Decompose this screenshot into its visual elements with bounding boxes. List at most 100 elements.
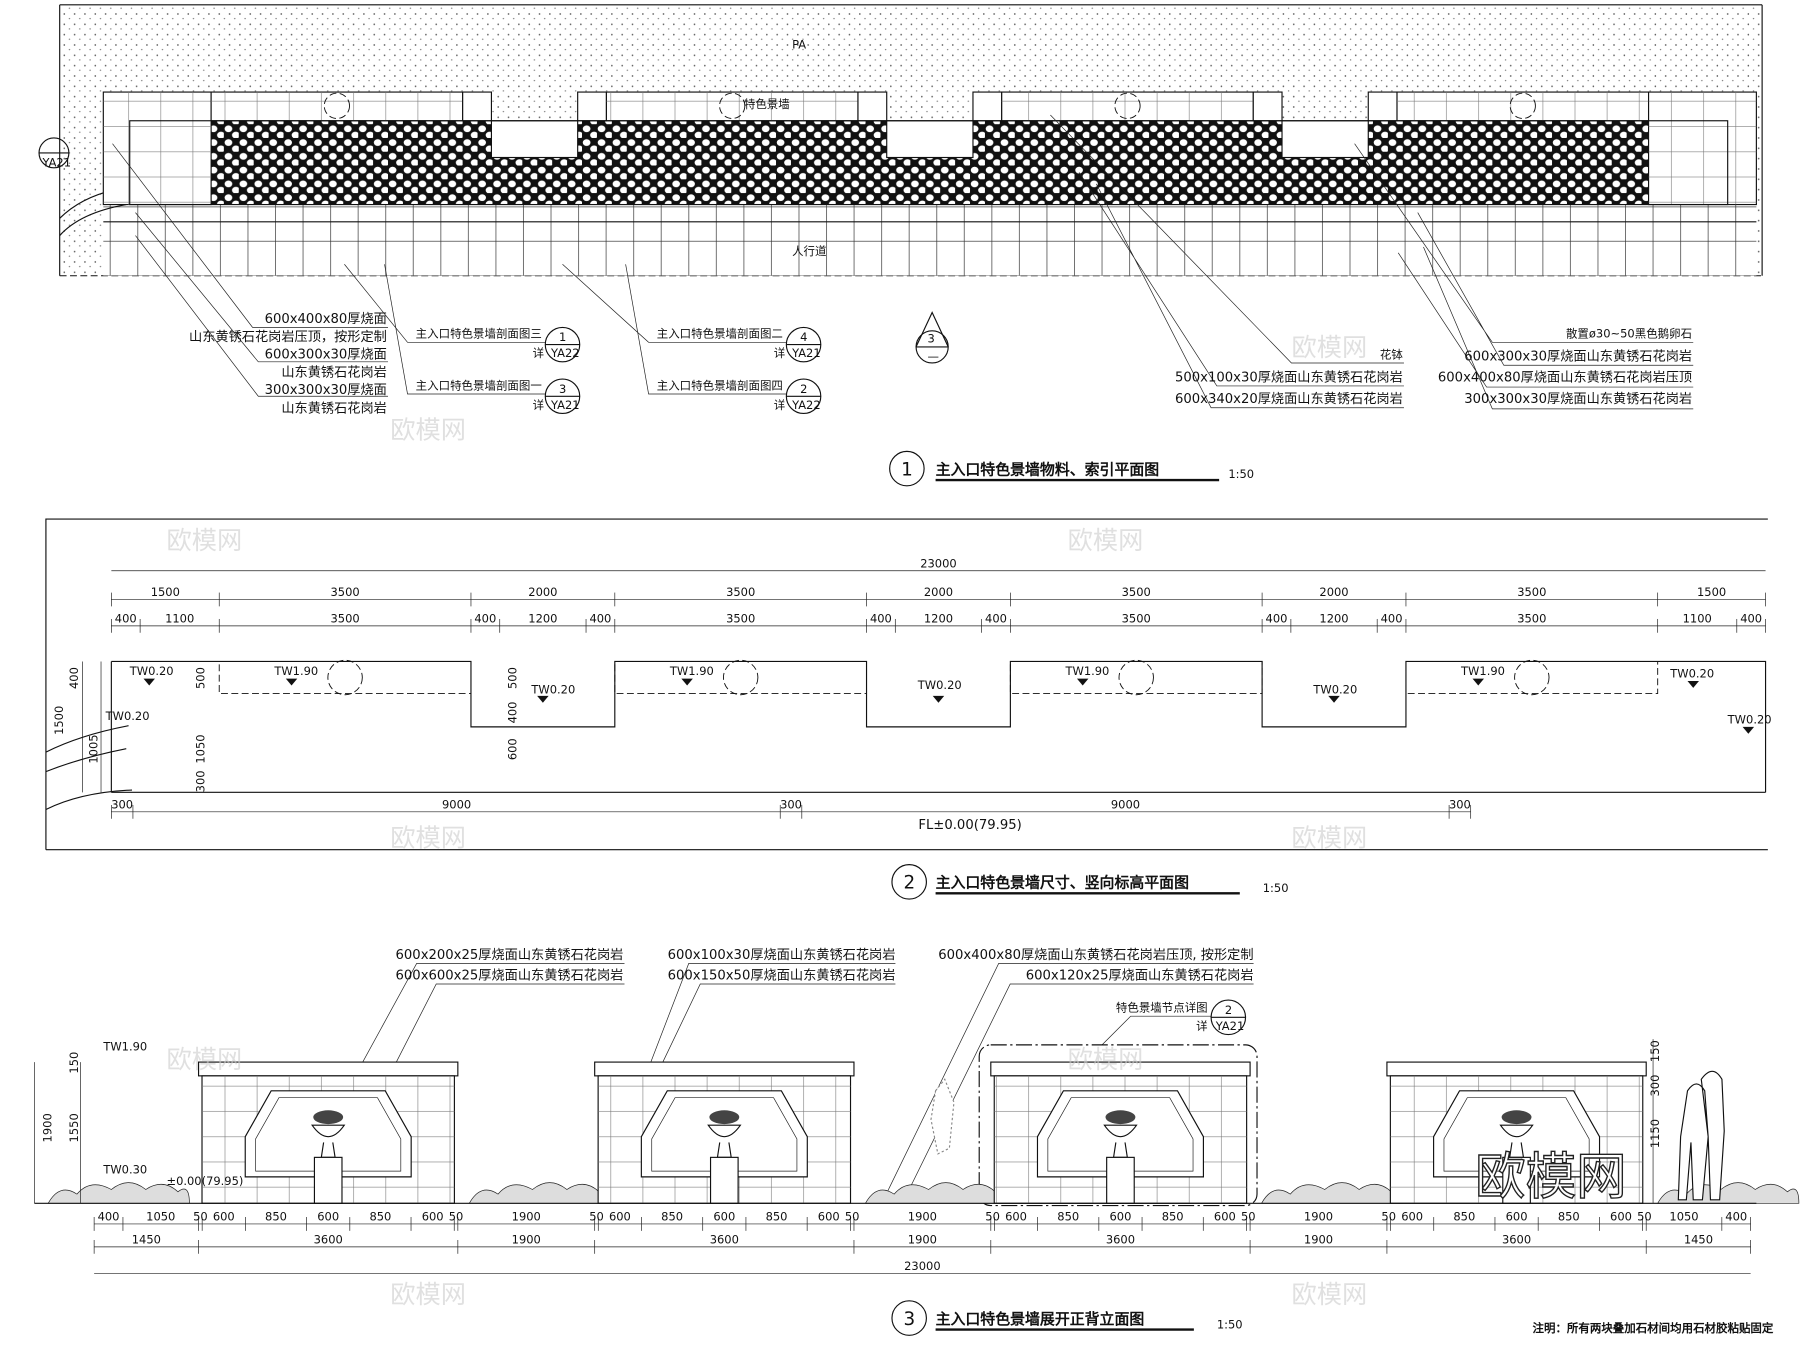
dimension-label: 3600 (314, 1232, 343, 1246)
callout-section-1[interactable]: 主入口特色景墙剖面图一 3 YA21 详 (416, 378, 581, 415)
dimension-label: 600 (1506, 1210, 1528, 1224)
panel-inner-frame (255, 1097, 402, 1172)
planter-box (218, 660, 472, 695)
elevation-notes: 600x200x25厚烧面山东黄锈石花岗岩 600x600x25厚烧面山东黄锈石… (349, 947, 1254, 1195)
svg-text:4: 4 (800, 330, 807, 344)
dimension-label: 1050 (146, 1210, 175, 1224)
svg-text:3: 3 (559, 382, 566, 396)
flower-icon (1501, 1110, 1532, 1125)
dimension-label: 50 (845, 1210, 860, 1224)
svg-text:600x120x25厚烧面山东黄锈石花岗岩: 600x120x25厚烧面山东黄锈石花岗岩 (1026, 967, 1254, 983)
left-levels: TW1.90 TW0.30 ±0.00(79.95) 150 1550 1900 (34, 1040, 243, 1204)
svg-text:600x400x80厚烧面: 600x400x80厚烧面 (265, 311, 387, 327)
dimension-label: 3600 (1502, 1232, 1531, 1246)
svg-text:600: 600 (506, 738, 520, 760)
panel-inner-frame (1047, 1097, 1194, 1172)
svg-text:1:50: 1:50 (1228, 467, 1254, 481)
tree-sketch-icon (930, 1078, 955, 1155)
notch-paving (886, 120, 974, 159)
planter-urn (1509, 92, 1536, 119)
svg-text:欧模网: 欧模网 (390, 1280, 466, 1309)
pier-tiles (1648, 92, 1757, 205)
urn-pedestal (1106, 1156, 1135, 1204)
svg-text:主入口特色景墙剖面图一: 主入口特色景墙剖面图一 (416, 378, 543, 392)
panel-inner-frame (1443, 1097, 1590, 1172)
elevation-3: 600x200x25厚烧面山东黄锈石花岗岩 600x600x25厚烧面山东黄锈石… (34, 947, 1800, 1336)
notch-paving (1281, 120, 1369, 159)
wall-caps (102, 91, 1757, 206)
dimension-label: 1500 (1697, 585, 1726, 599)
dimension-label: 400 (98, 1210, 120, 1224)
level-triangle-icon (1742, 726, 1755, 734)
svg-text:欧模网: 欧模网 (1068, 526, 1144, 555)
level-label: TW0.20 (1312, 683, 1357, 697)
planter-box (1009, 660, 1263, 695)
svg-text:主入口特色景墙剖面图三: 主入口特色景墙剖面图三 (416, 327, 542, 341)
dimension-label: 1100 (165, 611, 194, 625)
people-figure-icon (1677, 1070, 1725, 1201)
dimension-label: 850 (661, 1210, 683, 1224)
level-triangle-icon (285, 678, 298, 686)
general-note: 注明：所有两块叠加石材间均用石材胶粘贴固定 (1533, 1321, 1774, 1335)
dimension-label: 1500 (151, 585, 180, 599)
svg-text:600x300x30厚烧面: 600x300x30厚烧面 (265, 346, 387, 362)
dimension-label: 600 (422, 1210, 444, 1224)
right-material-notes: 散置ø30~50黑色鹅卵石 600x300x30厚烧面山东黄锈石花岗岩 600x… (1354, 143, 1694, 410)
dimension-label: 600 (1110, 1210, 1132, 1224)
callout-section-4[interactable]: 主入口特色景墙剖面图四 2 YA22 详 (657, 378, 822, 415)
svg-text:1: 1 (559, 330, 566, 344)
level-triangle-icon (1328, 695, 1340, 703)
svg-text:150: 150 (1648, 1040, 1662, 1062)
svg-text:主入口特色景墙剖面图四: 主入口特色景墙剖面图四 (657, 378, 783, 392)
flower-icon (709, 1110, 740, 1125)
level-label: TW0.20 (917, 678, 962, 692)
dimension-label: 850 (1558, 1210, 1580, 1224)
svg-text:YA22: YA22 (550, 346, 580, 360)
dimension-label: 50 (193, 1210, 208, 1224)
svg-text:—: — (928, 350, 939, 364)
notch-pier (1367, 91, 1398, 122)
svg-text:±0.00(79.95): ±0.00(79.95) (166, 1174, 243, 1188)
urn-pedestal (709, 1156, 739, 1204)
detail-boundary (978, 1044, 1258, 1207)
dimension-label: 600 (1610, 1210, 1632, 1224)
svg-text:500x100x30厚烧面山东黄锈石花岗岩: 500x100x30厚烧面山东黄锈石花岗岩 (1175, 369, 1403, 385)
dimension-label: 2000 (924, 585, 953, 599)
detail-callout-2[interactable]: 2 YA21 (1210, 999, 1247, 1036)
svg-text:1150: 1150 (1648, 1119, 1662, 1148)
dimension-label: 1900 (512, 1210, 541, 1224)
svg-text:详: 详 (1196, 1019, 1207, 1033)
dimension-label: 3500 (726, 611, 755, 625)
dimension-label: 600 (1401, 1210, 1423, 1224)
dimension-label: 400 (1740, 611, 1762, 625)
cap-tiles (1001, 92, 1254, 121)
svg-text:主入口特色景墙尺寸、竖向标高平面图: 主入口特色景墙尺寸、竖向标高平面图 (936, 874, 1189, 892)
dimension-label: 1450 (1684, 1232, 1713, 1246)
svg-text:1050: 1050 (193, 734, 207, 763)
dimension-label: 400 (985, 611, 1007, 625)
svg-text:3: 3 (903, 1309, 915, 1330)
level-label: TW0.20 (105, 709, 150, 723)
svg-text:300: 300 (193, 770, 207, 792)
dimension-label: 3600 (710, 1232, 739, 1246)
section-callouts: 主入口特色景墙剖面图三 1 YA22 详 主入口特色景墙剖面图一 3 YA21 … (344, 263, 822, 415)
dimension-label: 600 (1005, 1210, 1027, 1224)
level-label: TW1.90 (669, 664, 714, 678)
svg-text:1500: 1500 (52, 706, 66, 735)
level-label: TW1.90 (1460, 664, 1505, 678)
dimension-label: 1200 (528, 611, 557, 625)
dimension-label: 400 (589, 611, 611, 625)
level-label: TW1.90 (273, 664, 318, 678)
svg-text:特色景墙节点详图: 特色景墙节点详图 (1116, 1001, 1208, 1015)
notch-pier (577, 91, 607, 122)
sidewalk-label: 人行道 (792, 244, 827, 258)
left-material-notes: 600x400x80厚烧面 山东黄锈石花岗岩压顶，按形定制 600x300x30… (112, 143, 389, 416)
level-label: TW0.20 (129, 664, 174, 678)
svg-text:欧模网: 欧模网 (1291, 823, 1367, 852)
callout-section-3[interactable]: 主入口特色景墙剖面图三 1 YA22 详 (416, 327, 581, 363)
callout-section-2[interactable]: 主入口特色景墙剖面图二 4 YA21 详 (657, 327, 822, 363)
level-label: TW0.20 (1669, 667, 1714, 681)
dimension-label: 850 (1453, 1210, 1475, 1224)
svg-text:山东黄锈石花岗岩: 山东黄锈石花岗岩 (281, 400, 386, 416)
section-marker-3: 3 — (915, 311, 949, 364)
